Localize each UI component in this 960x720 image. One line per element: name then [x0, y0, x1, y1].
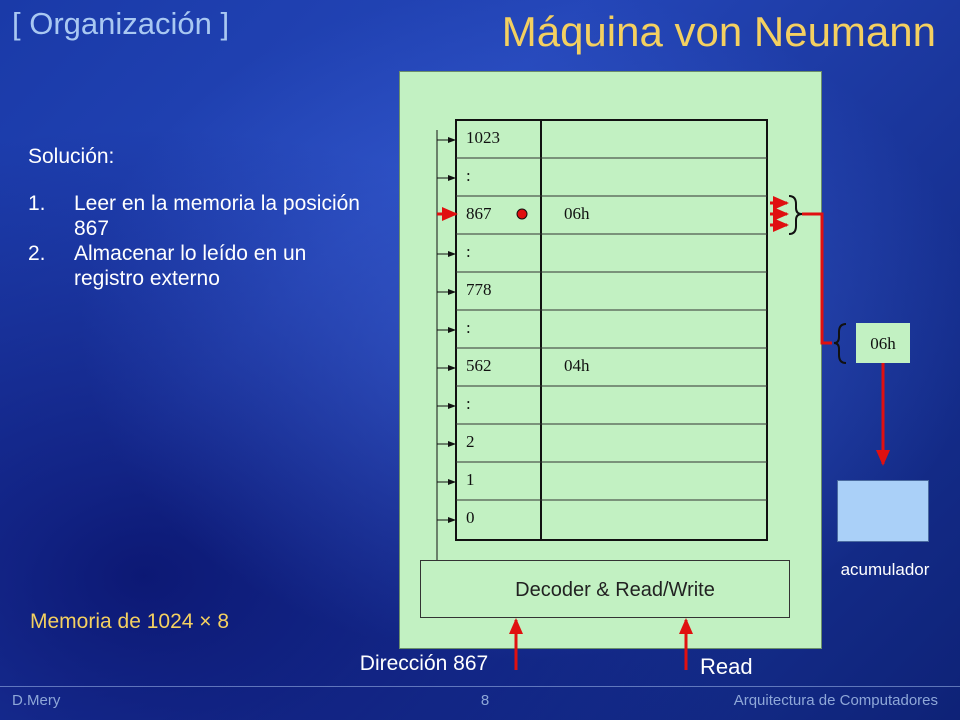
data-output-arrows [770, 196, 789, 232]
solution-heading: Solución: [28, 145, 115, 168]
step-number: 1. [28, 192, 46, 215]
output-register-value: 06h [870, 334, 896, 353]
decoder-box [420, 560, 790, 618]
memory-size-label: Memoria de 1024 × 8 [30, 610, 230, 633]
footer-author: D.Mery [12, 692, 61, 709]
memory-row: 1023 [456, 120, 767, 158]
memory-address: : [466, 394, 471, 413]
memory-row: 0 [456, 500, 767, 538]
memory-row: : [456, 234, 767, 272]
memory-value: 06h [564, 204, 590, 223]
register-brace [833, 323, 847, 364]
read-signal-label: Read [700, 654, 753, 679]
memory-address: 1023 [466, 128, 500, 147]
memory-row: 1 [456, 462, 767, 500]
footer-course: Arquitectura de Computadores [733, 692, 938, 709]
memory-row: : [456, 386, 767, 424]
memory-address: 2 [466, 432, 475, 451]
memory-row: 562 04h [456, 348, 767, 386]
selected-row-marker [516, 208, 528, 220]
memory-row: : [456, 310, 767, 348]
solution-text: Solución: 1. Leer en la memoria la posic… [28, 144, 378, 291]
memory-value: 04h [564, 356, 590, 375]
memory-row: : [456, 158, 767, 196]
memory-row: 867 06h [456, 196, 767, 234]
solution-step: 2. Almacenar lo leído en un registro ext… [28, 241, 378, 291]
memory-address: 562 [466, 356, 492, 375]
decoder-label: Decoder & Read/Write [515, 579, 715, 601]
row-select-arrows [437, 137, 456, 523]
memory-address: 778 [466, 280, 492, 299]
section-title: [ Organización ] [12, 6, 230, 41]
step-number: 2. [28, 242, 46, 265]
memory-address: : [466, 318, 471, 337]
footer-divider [0, 686, 960, 687]
memory-address: : [466, 166, 471, 185]
memory-address: 0 [466, 508, 475, 527]
accumulator-box [837, 480, 929, 542]
step-text: Almacenar lo leído en un registro extern… [74, 242, 307, 290]
memory-address: : [466, 242, 471, 261]
memory-address: 867 [466, 204, 492, 223]
footer-page-number: 8 [480, 692, 490, 709]
memory-address: 1 [466, 470, 475, 489]
address-signal-label: Dirección 867 [359, 652, 489, 675]
memory-module-panel [399, 71, 822, 649]
step-text: Leer en la memoria la posición 867 [74, 192, 360, 240]
memory-row: 2 [456, 424, 767, 462]
solution-step: 1. Leer en la memoria la posición 867 [28, 191, 378, 241]
accumulator-label: acumulador [840, 560, 930, 579]
data-path-line [802, 212, 832, 345]
memory-row-lines [456, 157, 767, 501]
output-brace [788, 195, 803, 235]
output-register [856, 323, 910, 363]
memory-row: 778 [456, 272, 767, 310]
memory-table-frame [455, 119, 768, 541]
slide-title: Máquina von Neumann [501, 8, 936, 55]
